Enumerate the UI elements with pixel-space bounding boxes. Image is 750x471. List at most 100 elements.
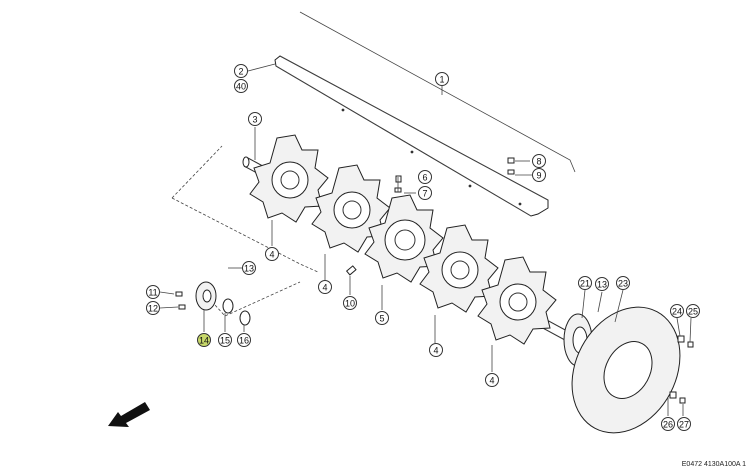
callout-label: 7: [422, 189, 427, 199]
callout-circle: [234, 79, 248, 93]
callout-c11[interactable]: 11: [146, 285, 160, 299]
circlip-ring: [239, 310, 251, 326]
washer-27: [679, 397, 686, 404]
callout-label: 4: [269, 250, 274, 260]
star-rotor-1: [249, 134, 329, 223]
callout-c4a[interactable]: 4: [265, 247, 279, 261]
callout-c14[interactable]: 14: [197, 333, 211, 347]
washer-12: [178, 304, 186, 310]
callout-label: 8: [536, 157, 541, 167]
callout-label: 21: [580, 279, 590, 289]
callout-label: 5: [379, 314, 384, 324]
callout-c15[interactable]: 15: [218, 333, 232, 347]
callout-label: 40: [236, 82, 246, 92]
callout-c21[interactable]: 21: [578, 276, 592, 290]
callout-circle: [237, 333, 251, 347]
nut-24: [677, 335, 685, 343]
callout-circle: [429, 343, 443, 357]
callout-c27[interactable]: 27: [677, 417, 691, 431]
callout-c23[interactable]: 23: [616, 276, 630, 290]
callout-label: 9: [536, 171, 541, 181]
callout-circle: [318, 280, 332, 294]
flange-hub: [195, 281, 217, 311]
callout-label: 2: [238, 67, 243, 77]
callout-circle: [343, 296, 357, 310]
callout-c8[interactable]: 8: [532, 154, 546, 168]
callout-label: 23: [618, 279, 628, 289]
bolt-8: [507, 157, 515, 164]
washer-9: [507, 169, 515, 175]
callout-label: 27: [679, 420, 689, 430]
callout-circle: [146, 301, 160, 315]
callout-c6[interactable]: 6: [418, 170, 432, 184]
callout-c9[interactable]: 9: [532, 168, 546, 182]
callout-label: 12: [148, 304, 158, 314]
washer-25: [687, 341, 694, 348]
spacer-ring: [222, 298, 234, 314]
callout-circle: [418, 186, 432, 200]
callout-c2[interactable]: 2: [234, 64, 248, 78]
callout-c12[interactable]: 12: [146, 301, 160, 315]
callout-circle: [242, 261, 256, 275]
callout-circle: [532, 154, 546, 168]
callout-circle: [616, 276, 630, 290]
callout-c25[interactable]: 25: [686, 304, 700, 318]
group-box-hub: [204, 281, 301, 317]
callout-label: 13: [597, 280, 607, 290]
callout-c13b[interactable]: 13: [595, 277, 609, 291]
star-rotor-5: [477, 256, 557, 345]
callout-label: 25: [688, 307, 698, 317]
callout-label: 10: [345, 299, 355, 309]
callout-label: 13: [244, 264, 254, 274]
callout-c13a[interactable]: 13: [242, 261, 256, 275]
callout-c3[interactable]: 3: [248, 112, 262, 126]
callout-circle: [375, 311, 389, 325]
callout-c40[interactable]: 40: [234, 79, 248, 93]
callout-circle: [485, 373, 499, 387]
callout-c1[interactable]: 1: [435, 72, 449, 86]
callout-c7[interactable]: 7: [418, 186, 432, 200]
callout-label: 24: [672, 307, 682, 317]
callout-label: 16: [239, 336, 249, 346]
callout-label: 1: [439, 75, 444, 85]
callout-circle: [578, 276, 592, 290]
callout-label: 26: [663, 420, 673, 430]
group-box-left: [171, 145, 223, 199]
callout-circle: [435, 72, 449, 86]
callout-c10[interactable]: 10: [343, 296, 357, 310]
direction-arrow: [108, 402, 150, 427]
callout-c5[interactable]: 5: [375, 311, 389, 325]
callout-circle: [248, 112, 262, 126]
callout-circle: [265, 247, 279, 261]
bolt-6: [395, 175, 402, 183]
callout-c4b[interactable]: 4: [318, 280, 332, 294]
callout-c24[interactable]: 24: [670, 304, 684, 318]
callout-label: 6: [422, 173, 427, 183]
callout-c16[interactable]: 16: [237, 333, 251, 347]
cover-plate: [274, 55, 549, 217]
callout-c26[interactable]: 26: [661, 417, 675, 431]
callout-circle: [661, 417, 675, 431]
side-disc: [571, 306, 681, 434]
callout-circle: [218, 333, 232, 347]
callout-c4c[interactable]: 4: [429, 343, 443, 357]
callout-circle: [595, 277, 609, 291]
star-rotor-3: [364, 194, 444, 283]
callout-label: 4: [433, 346, 438, 356]
callout-circle: [686, 304, 700, 318]
bolt-26: [669, 391, 677, 399]
callout-c4d[interactable]: 4: [485, 373, 499, 387]
callout-circle: [532, 168, 546, 182]
star-rotor-4: [419, 224, 499, 313]
callout-label: 4: [489, 376, 494, 386]
callout-label: 15: [220, 336, 230, 346]
key-10: [345, 265, 357, 276]
callout-circle: [670, 304, 684, 318]
callout-label: 3: [252, 115, 257, 125]
callout-circle: [146, 285, 160, 299]
callout-circle: [677, 417, 691, 431]
reference-code: E0472 4130A100A 1: [681, 461, 746, 468]
